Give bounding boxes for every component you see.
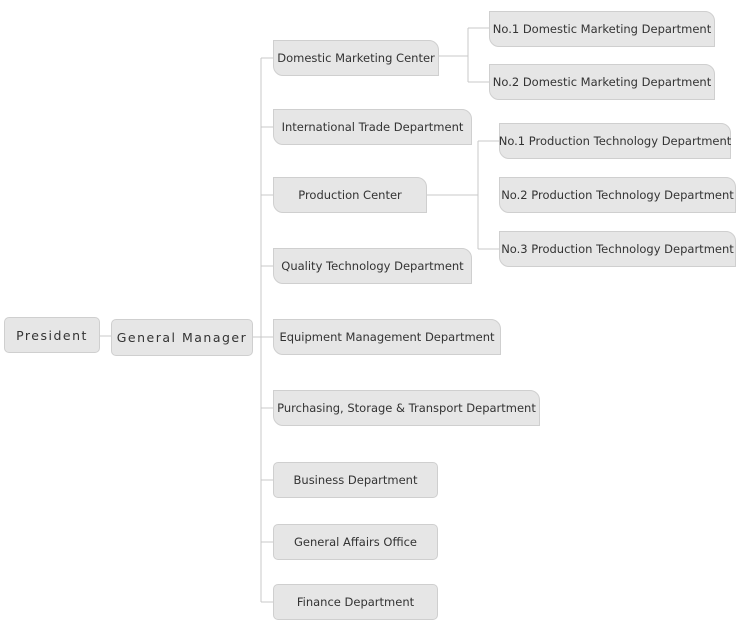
node-no3-production-technology-department: No.3 Production Technology Department <box>499 231 736 267</box>
node-no2-production-technology-department: No.2 Production Technology Department <box>499 177 736 213</box>
node-president: President <box>4 317 100 353</box>
node-general-affairs-office: General Affairs Office <box>273 524 438 560</box>
node-international-trade-department: International Trade Department <box>273 109 472 145</box>
node-no2-domestic-marketing-department: No.2 Domestic Marketing Department <box>489 64 715 100</box>
node-equipment-management-department: Equipment Management Department <box>273 319 501 355</box>
node-business-department: Business Department <box>273 462 438 498</box>
node-production-center: Production Center <box>273 177 427 213</box>
node-no1-production-technology-department: No.1 Production Technology Department <box>499 123 731 159</box>
node-no1-domestic-marketing-department: No.1 Domestic Marketing Department <box>489 11 715 47</box>
node-finance-department: Finance Department <box>273 584 438 620</box>
node-domestic-marketing-center: Domestic Marketing Center <box>273 40 439 76</box>
node-quality-technology-department: Quality Technology Department <box>273 248 472 284</box>
node-general-manager: General Manager <box>111 319 253 356</box>
node-purchasing-storage-transport-department: Purchasing, Storage & Transport Departme… <box>273 390 540 426</box>
